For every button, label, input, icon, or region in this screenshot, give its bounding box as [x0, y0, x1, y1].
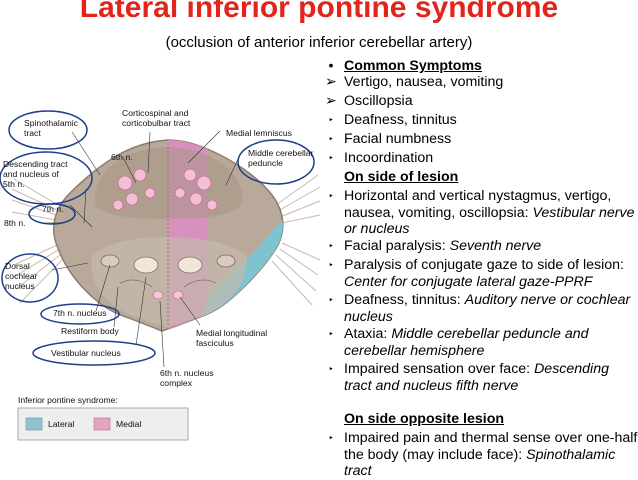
page-subtitle: (occlusion of anterior inferior cerebell…	[165, 34, 473, 51]
figure-caption: Inferior pontine syndrome:	[18, 395, 118, 405]
highlight-circles	[0, 110, 315, 366]
pons-diagram: Spinothalamic tract Corticospinal and co…	[0, 55, 322, 478]
pons-cross-section-illustration	[0, 110, 321, 441]
label-sixth-nucleus-complex: 6th n. nucleus complex	[160, 368, 214, 388]
arrow-bullet-icon: ➢	[325, 93, 337, 109]
bullet-dot-icon: •	[328, 58, 334, 74]
label-medial-lemniscus: Medial lemniscus	[226, 128, 292, 138]
label-vestibular-nucleus: Vestibular nucleus	[51, 348, 121, 358]
legend-lateral-label: Lateral	[48, 419, 75, 429]
small-bullet-icon: ‣	[328, 191, 334, 201]
small-bullet-icon: ‣	[328, 295, 334, 305]
corticospinal-bundles	[112, 168, 218, 211]
label-dorsal-cochlear-nucleus: Dorsal cochlear nucleus	[5, 261, 38, 291]
label-descending-tract: Descending tract and nucleus of 5th n.	[3, 159, 68, 189]
small-bullet-icon: ‣	[328, 134, 334, 144]
nuclei	[100, 254, 236, 300]
label-sixth-nerve: 6th n.	[111, 152, 133, 162]
label-restiform-body: Restiform body	[61, 326, 119, 336]
label-corticospinal-tract: Corticospinal and corticobulbar tract	[122, 108, 191, 128]
label-middle-cerebellar-peduncle: Middle cerebellar peduncle	[248, 148, 314, 168]
label-seventh-nerve: 7th n.	[42, 204, 64, 214]
small-bullet-icon: ‣	[328, 433, 334, 443]
label-seventh-nucleus: 7th n. nucleus	[53, 308, 107, 318]
small-bullet-icon: ‣	[328, 329, 334, 339]
label-eighth-nerve: 8th n.	[4, 218, 26, 228]
small-bullet-icon: ‣	[328, 115, 334, 125]
page-title: Lateral inferior pontine syndrome	[79, 0, 559, 24]
small-bullet-icon: ‣	[328, 260, 334, 270]
label-medial-longitudinal-fasciculus: Medial longitudinal fasciculus	[196, 328, 268, 348]
small-bullet-icon: ‣	[328, 153, 334, 163]
arrow-bullet-icon: ➢	[325, 74, 337, 90]
small-bullet-icon: ‣	[328, 364, 334, 374]
legend-medial-label: Medial	[116, 419, 142, 429]
label-spinothalamic-tract: Spinothalamic tract	[24, 118, 78, 138]
small-bullet-icon: ‣	[328, 241, 334, 251]
